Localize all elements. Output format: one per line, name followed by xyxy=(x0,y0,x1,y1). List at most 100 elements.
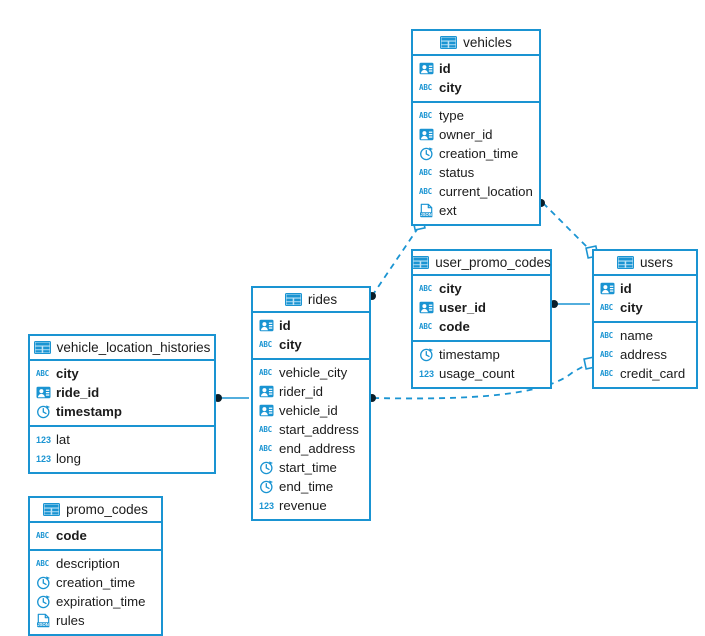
column-row[interactable]: owner_id xyxy=(413,125,539,144)
column-name: code xyxy=(56,527,87,543)
table-header-promo_codes[interactable]: promo_codes xyxy=(30,498,161,523)
column-row[interactable]: ABC start_address xyxy=(253,420,369,439)
column-name: lat xyxy=(56,431,70,447)
clock-icon xyxy=(36,575,51,590)
column-row[interactable]: expiration_time xyxy=(30,592,161,611)
table-icon xyxy=(33,341,51,354)
table-header-rides[interactable]: rides xyxy=(253,288,369,313)
column-row[interactable]: id xyxy=(253,316,369,335)
column-name: creation_time xyxy=(439,145,519,161)
abc-icon: ABC xyxy=(36,369,49,378)
clock-icon xyxy=(259,479,274,494)
column-row[interactable]: ride_id xyxy=(30,383,214,402)
clock-icon xyxy=(259,460,274,475)
column-name: id xyxy=(620,280,632,296)
column-row[interactable]: ABC end_address xyxy=(253,439,369,458)
relationship-vlh-to-rides[interactable] xyxy=(214,394,249,402)
relationship-upc-to-users[interactable] xyxy=(550,300,590,308)
abc-icon: ABC xyxy=(259,368,272,377)
abc-icon: ABC xyxy=(259,425,272,434)
column-row[interactable]: timestamp xyxy=(30,402,214,421)
column-row[interactable]: ABC code xyxy=(30,526,161,545)
column-row[interactable]: 123 usage_count xyxy=(413,364,550,383)
column-name: usage_count xyxy=(439,365,515,381)
table-header-users[interactable]: users xyxy=(594,251,696,276)
column-row[interactable]: timestamp xyxy=(413,345,550,364)
column-row[interactable]: vehicle_id xyxy=(253,401,369,420)
table-icon xyxy=(440,36,458,49)
abc-icon: ABC xyxy=(259,444,272,453)
column-name: long xyxy=(56,450,81,466)
table-name: vehicle_location_histories xyxy=(56,340,211,355)
abc-icon: ABC xyxy=(419,187,432,196)
column-name: description xyxy=(56,555,120,571)
column-name: end_address xyxy=(279,440,356,456)
column-row[interactable]: start_time xyxy=(253,458,369,477)
id-card-icon xyxy=(419,300,434,315)
table-header-user_promo_codes[interactable]: user_promo_codes xyxy=(412,251,551,276)
id-card-icon xyxy=(419,61,434,76)
column-name: ride_id xyxy=(56,384,100,400)
column-name: timestamp xyxy=(56,403,122,419)
id-card-icon xyxy=(259,318,274,333)
column-section-user_promo_codes: timestamp 123 usage_count xyxy=(413,342,550,387)
column-name: start_address xyxy=(279,421,359,437)
json-doc-icon: JSON xyxy=(36,613,51,628)
column-name: start_time xyxy=(279,459,337,475)
table-name: rides xyxy=(307,292,338,307)
123-icon: 123 xyxy=(419,369,435,379)
table-name: user_promo_codes xyxy=(435,255,551,270)
column-name: id xyxy=(279,317,291,333)
column-name: end_time xyxy=(279,478,334,494)
column-row[interactable]: end_time xyxy=(253,477,369,496)
table-header-vehicles[interactable]: vehicles xyxy=(413,31,539,56)
column-row[interactable]: id xyxy=(413,59,539,78)
clock-icon xyxy=(419,146,434,161)
column-row[interactable]: user_id xyxy=(413,298,550,317)
id-card-icon xyxy=(259,384,274,399)
column-row[interactable]: creation_time xyxy=(413,144,539,163)
table-header-vehicle_location_histories[interactable]: vehicle_location_histories xyxy=(30,336,214,361)
relationship-line xyxy=(542,202,591,251)
column-row[interactable]: creation_time xyxy=(30,573,161,592)
id-card-icon xyxy=(419,127,434,142)
abc-icon: ABC xyxy=(419,111,432,120)
123-icon: 123 xyxy=(259,501,275,511)
column-row[interactable]: id xyxy=(594,279,696,298)
json-doc-icon: JSON xyxy=(419,203,434,218)
abc-icon: ABC xyxy=(36,531,49,540)
column-row[interactable]: rider_id xyxy=(253,382,369,401)
column-name: user_id xyxy=(439,299,486,315)
